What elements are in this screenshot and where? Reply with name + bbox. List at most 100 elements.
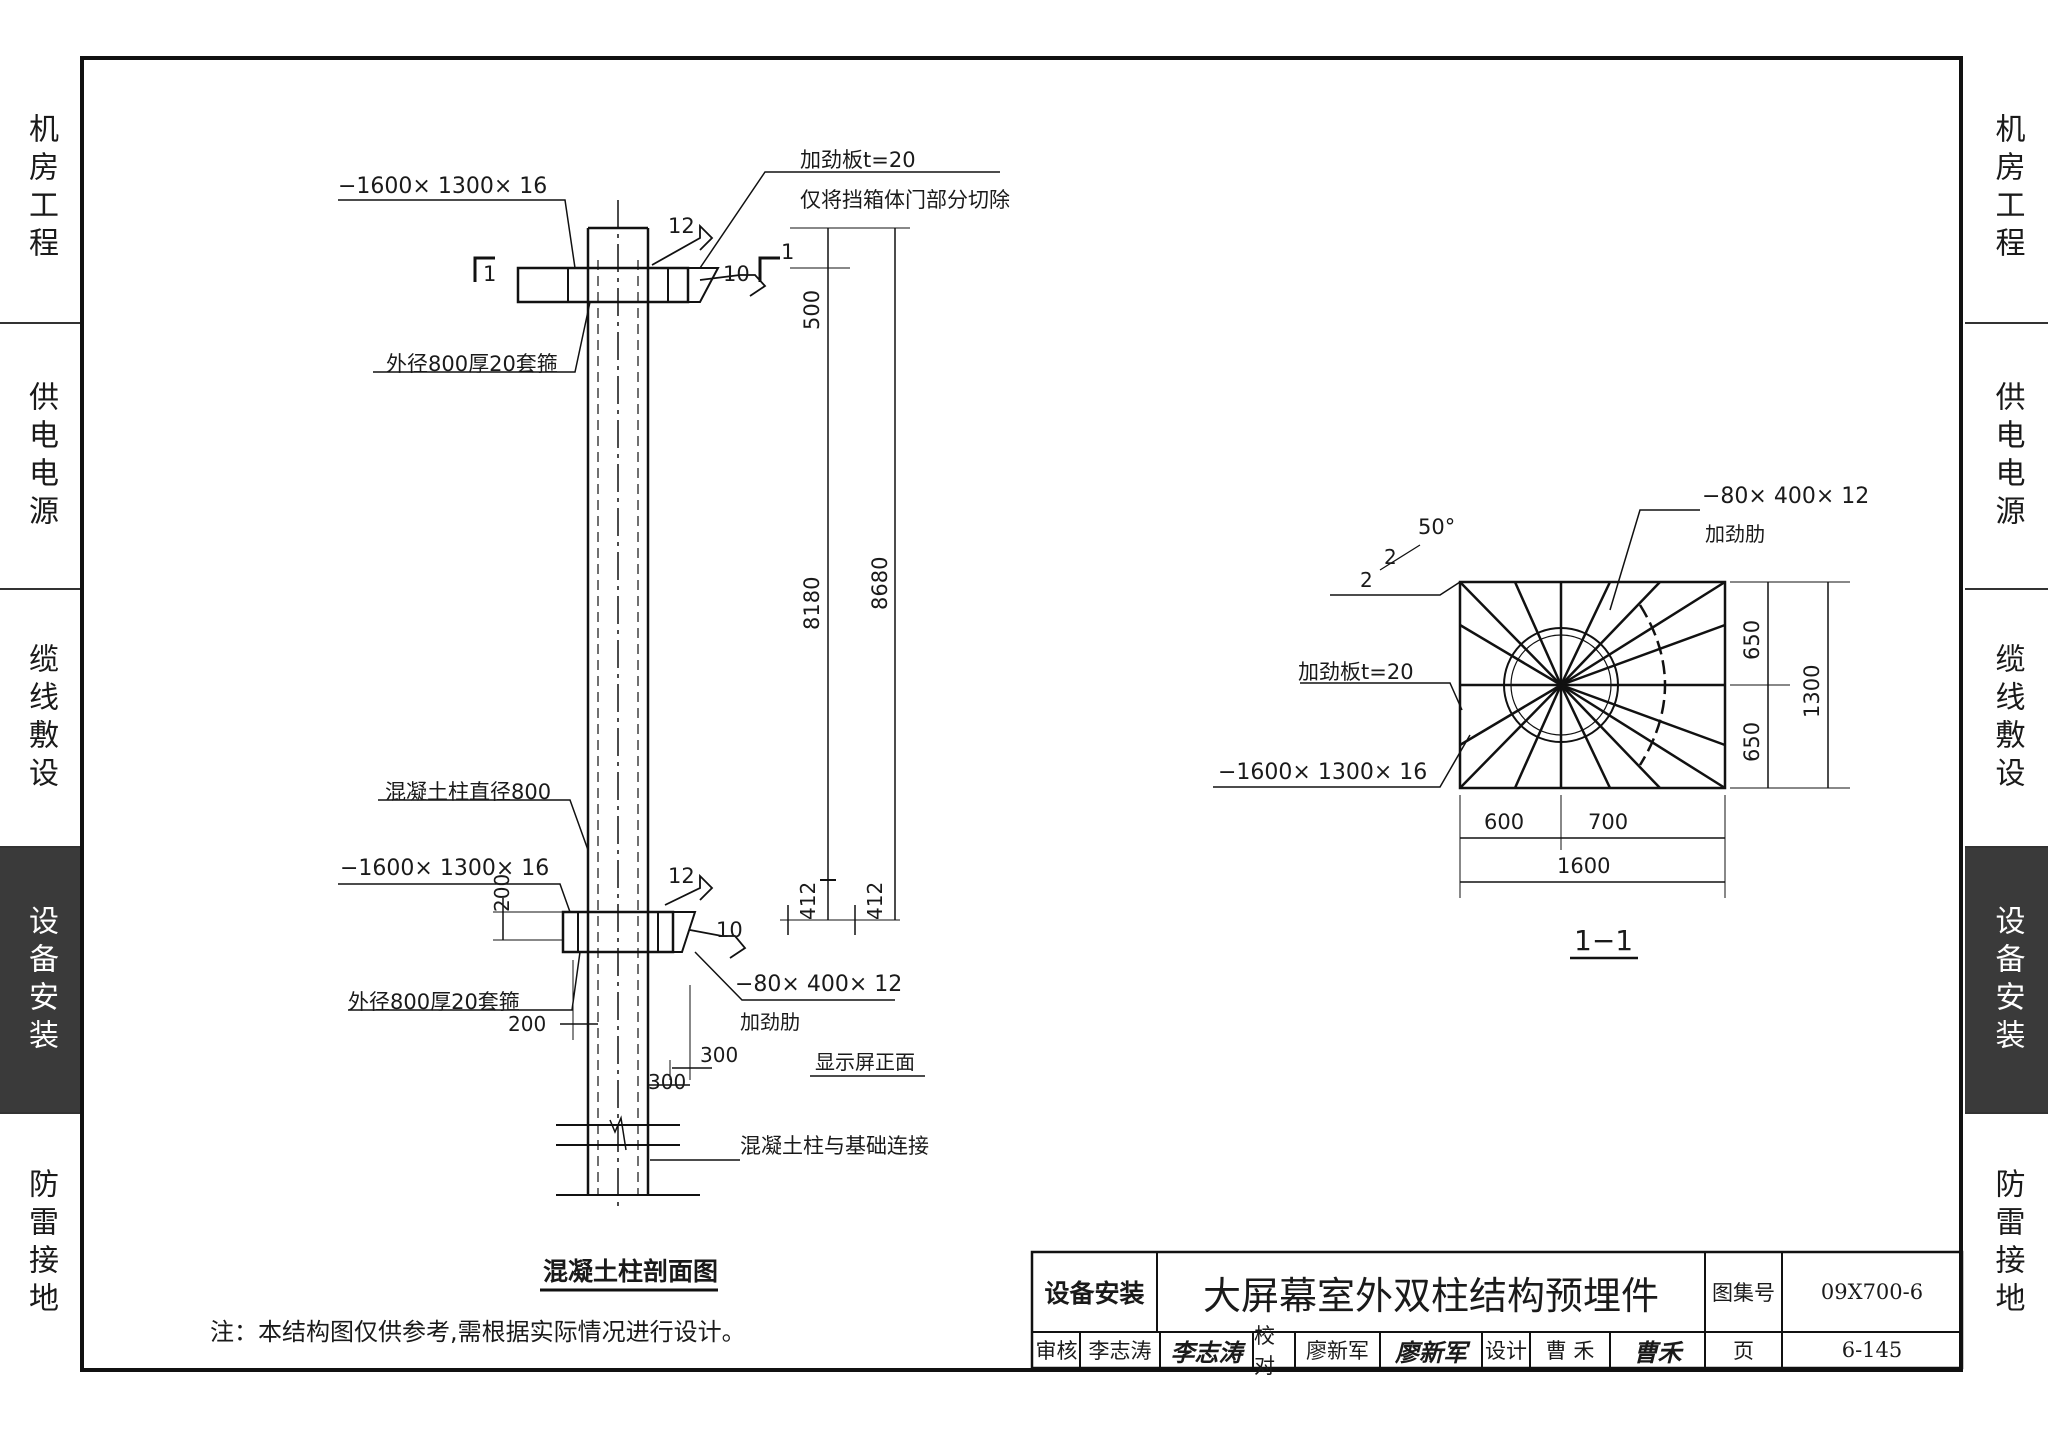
label-stiffener: 加劲板t=20 xyxy=(1298,660,1414,684)
side-tab-label: 防雷接地 xyxy=(23,1168,58,1320)
column-section-drawing xyxy=(338,171,1000,1210)
label-stiffener-top: 加劲板t=20 xyxy=(800,148,916,172)
weld-mark xyxy=(1379,544,1421,571)
label-rib-bottom: −80× 400× 12 xyxy=(735,972,903,997)
leader-sleeve-top xyxy=(373,301,591,373)
dim-text: 500 xyxy=(800,289,824,330)
label-dim-650-bottom: 650 xyxy=(1740,722,1764,762)
section-11-title: 1−1 xyxy=(1574,924,1634,957)
section-mark-right xyxy=(758,256,780,282)
label-angle: 50° xyxy=(1418,515,1456,539)
column-section-title: 混凝土柱剖面图 xyxy=(543,1257,719,1286)
side-tab-label: 设备安装 xyxy=(1989,905,2025,1057)
dim-text: 650 xyxy=(1740,619,1764,660)
label-dim-600: 600 xyxy=(1484,810,1525,834)
bottom-stiffener xyxy=(672,911,697,953)
drawing-note: 注：本结构图仅供参考,需根据实际情况进行设计。 xyxy=(210,1318,746,1346)
label-screen-front: 显示屏正面 xyxy=(815,1050,915,1074)
weld-symbol-12-top xyxy=(651,223,714,266)
label-rib: −80× 400× 12 xyxy=(1702,484,1870,509)
label-weld-2b: 2 xyxy=(1360,568,1373,592)
leader-stiffener-top xyxy=(699,171,1000,269)
label-dim-300-b: 300 xyxy=(648,1070,687,1094)
label-foundation-conn: 混凝土柱与基础连接 xyxy=(740,1134,929,1158)
title-block-checker: 廖新军 xyxy=(1306,1339,1369,1363)
break-mark xyxy=(609,1115,627,1151)
label-dim-200-h: 200 xyxy=(508,1012,547,1036)
side-tab-jifang[interactable]: 机房工程 xyxy=(1965,56,2048,322)
label-sleeve-top: 外径800厚20套箍 xyxy=(386,352,558,376)
label-dim-8680: 8680 xyxy=(868,557,892,610)
side-tab-fanglei[interactable]: 防雷接地 xyxy=(1965,1112,2048,1374)
title-block-category: 设备安装 xyxy=(1044,1279,1145,1308)
side-tab-shebei[interactable]: 设备安装 xyxy=(0,846,80,1114)
leader-weld xyxy=(1330,581,1461,596)
dim-text: 8180 xyxy=(800,576,824,630)
section-11-drawing xyxy=(1213,509,1850,960)
section-mark-left xyxy=(473,256,495,282)
side-tab-label: 缆线敷设 xyxy=(1989,643,2025,795)
side-tab-gongdian[interactable]: 供电电源 xyxy=(1965,322,2048,590)
title-block-sig-checker: 廖新军 xyxy=(1395,1337,1467,1367)
side-tab-gongdian[interactable]: 供电电源 xyxy=(0,322,80,590)
title-block-reviewer: 李志涛 xyxy=(1088,1339,1152,1363)
label-dim-1300: 1300 xyxy=(1800,665,1824,718)
title-block-sig-reviewer: 李志涛 xyxy=(1170,1337,1243,1367)
side-tab-label: 供电电源 xyxy=(23,381,58,533)
side-tab-label: 供电电源 xyxy=(1989,381,2025,533)
leader-rib-bottom xyxy=(694,951,895,1001)
leader-plate-bottom xyxy=(338,883,571,913)
leader-rib xyxy=(1609,509,1700,611)
label-dim-412-a: 412 xyxy=(796,882,820,920)
title-block-page-no: 6-145 xyxy=(1841,1338,1903,1362)
label-dim-300-a: 300 xyxy=(700,1043,739,1067)
label-rib-name: 加劲肋 xyxy=(1705,522,1765,546)
label-dim-412-b: 412 xyxy=(863,882,887,920)
label-concrete-column: 混凝土柱直径800 xyxy=(385,780,552,804)
side-tab-fanglei[interactable]: 防雷接地 xyxy=(0,1112,80,1374)
side-tab-jifang[interactable]: 机房工程 xyxy=(0,56,80,322)
label-weld-10-top: 10 xyxy=(723,262,750,286)
side-tab-label: 缆线敷设 xyxy=(23,643,58,795)
label-weld-12-top: 12 xyxy=(668,214,695,238)
title-block-sig-designer: 曹禾 xyxy=(1633,1337,1682,1367)
label-plate-bottom: −1600× 1300× 16 xyxy=(340,856,550,881)
side-tab-label: 设备安装 xyxy=(23,905,58,1057)
leader-concrete-column xyxy=(378,799,589,851)
label-dim-1600: 1600 xyxy=(1557,854,1611,878)
dim-text: 412 xyxy=(796,881,820,920)
dim-text: 650 xyxy=(1740,721,1764,762)
label-section-mark-right: 1 xyxy=(781,240,795,264)
label-cut-note: 仅将挡箱体门部分切除 xyxy=(800,188,1010,212)
label-dim-8180: 8180 xyxy=(800,577,824,630)
dim-text: 1300 xyxy=(1800,664,1824,718)
weld-symbol-12-bottom xyxy=(664,873,714,906)
title-block-designer: 曹 禾 xyxy=(1545,1339,1595,1363)
label-section-mark-left: 1 xyxy=(483,262,497,286)
side-tab-label: 防雷接地 xyxy=(1989,1168,2025,1320)
title-block-check-label: 校对 xyxy=(1254,1324,1275,1378)
label-weld-2a: 2 xyxy=(1384,545,1397,569)
leader-plate-top xyxy=(338,199,576,269)
label-dim-500: 500 xyxy=(800,290,824,330)
title-block-atlas-no: 09X700-6 xyxy=(1820,1280,1924,1304)
leader-sleeve-bottom xyxy=(348,951,581,1011)
radial-ribs xyxy=(1459,580,1726,790)
side-tab-lanxian[interactable]: 缆线敷设 xyxy=(1965,588,2048,848)
title-block-grid xyxy=(1030,1250,1964,1370)
top-embedded-plate xyxy=(516,266,690,304)
top-stiffener xyxy=(687,267,720,303)
leader-stiffener xyxy=(1300,682,1463,711)
label-weld-12-bottom: 12 xyxy=(668,864,695,888)
dim-text: 412 xyxy=(863,881,887,920)
dim-text: 200 xyxy=(490,873,514,912)
weld-symbol-10-bottom xyxy=(689,929,747,959)
label-dim-650-top: 650 xyxy=(1740,620,1764,660)
label-sleeve-bottom: 外径800厚20套箍 xyxy=(348,990,520,1014)
label-plate: −1600× 1300× 16 xyxy=(1218,760,1428,785)
side-tab-lanxian[interactable]: 缆线敷设 xyxy=(0,588,80,848)
side-tab-shebei[interactable]: 设备安装 xyxy=(1965,846,2048,1114)
drawing-frame xyxy=(80,56,1963,1372)
label-dim-200-v: 200 xyxy=(490,874,514,912)
door-cut-arc xyxy=(1638,604,1667,766)
